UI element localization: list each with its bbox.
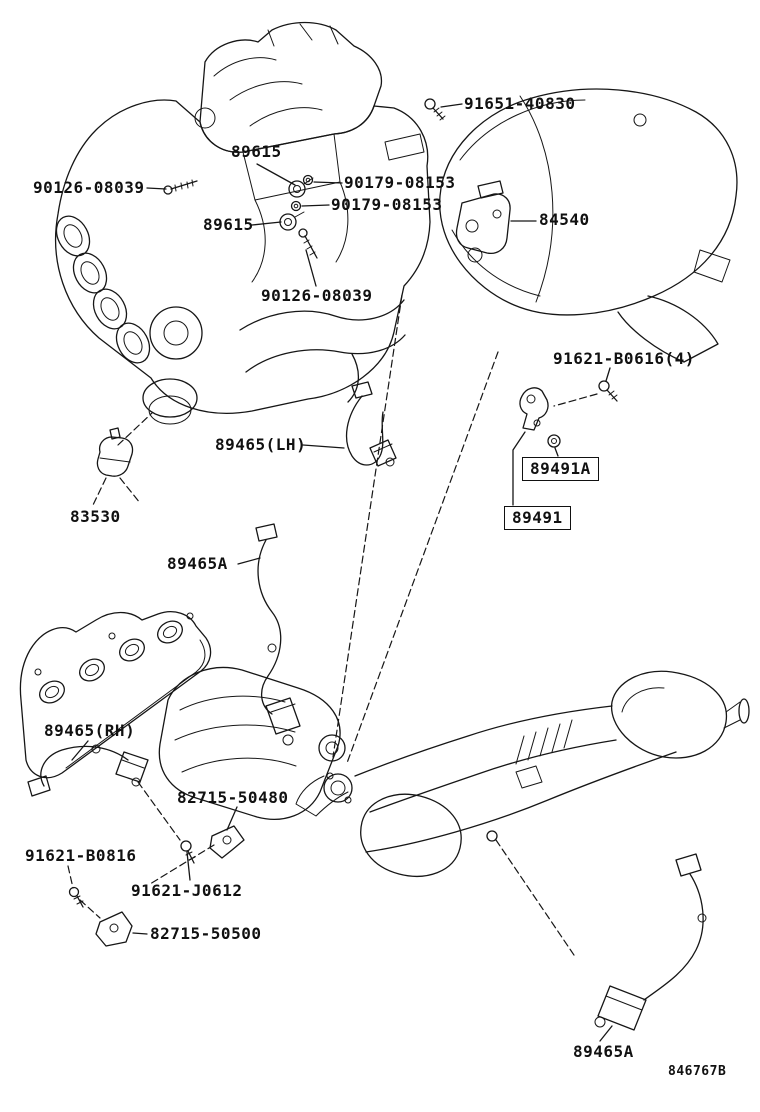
part-label-89615-lower[interactable]: 89615	[203, 215, 254, 234]
exhaust-pipe-assembly	[295, 670, 750, 877]
washer-90179-08153-upper	[302, 174, 314, 186]
heat-shield-center	[158, 666, 346, 820]
part-label-89491[interactable]: 89491	[504, 506, 571, 531]
oxygen-sensor-lh-89465	[345, 381, 397, 467]
transmission-assembly	[439, 88, 738, 363]
part-label-90126-08039-upper[interactable]: 90126-08039	[33, 178, 145, 197]
stud-90126-08039-lower	[298, 228, 318, 259]
part-label-90179-08153-lower[interactable]: 90179-08153	[331, 195, 443, 214]
bracket-82715-50500	[95, 911, 133, 947]
bracket-82715-50480	[209, 825, 245, 859]
grommet-89491a	[547, 434, 561, 448]
leader-lines-dashed	[67, 294, 598, 959]
part-label-89465-lh[interactable]: 89465(LH)	[215, 435, 307, 454]
engine-assembly	[54, 21, 431, 425]
part-label-89615-upper[interactable]: 89615	[231, 142, 282, 161]
part-label-83530[interactable]: 83530	[70, 507, 121, 526]
part-label-82715-50500[interactable]: 82715-50500	[150, 924, 262, 943]
part-label-90126-08039-lower[interactable]: 90126-08039	[261, 286, 373, 305]
leader-lines-solid	[71, 103, 613, 1042]
washer-90179-08153-lower	[290, 200, 302, 212]
part-label-91621-j0612[interactable]: 91621-J0612	[131, 881, 243, 900]
part-label-89491a[interactable]: 89491A	[522, 457, 599, 482]
screw-91621-b0816	[68, 886, 84, 908]
part-label-82715-50480[interactable]: 82715-50480	[177, 788, 289, 807]
part-label-89465-rh[interactable]: 89465(RH)	[44, 721, 136, 740]
part-label-89465a-mid[interactable]: 89465A	[167, 554, 228, 573]
bracket-89491	[519, 387, 549, 431]
part-label-91651-40830[interactable]: 91651-40830	[464, 94, 576, 113]
screw-91621-b0616	[598, 380, 618, 402]
exhaust-manifold-rh	[19, 611, 212, 779]
cam-position-sensor-84540	[455, 180, 511, 255]
part-label-90179-08153-upper[interactable]: 90179-08153	[344, 173, 456, 192]
part-label-91621-b0616[interactable]: 91621-B0616(4)	[553, 349, 695, 368]
screw-91651-40830	[424, 98, 446, 121]
diagram-code: 846767B	[668, 1064, 727, 1079]
part-label-84540[interactable]: 84540	[539, 210, 590, 229]
part-label-91621-b0816[interactable]: 91621-B0816	[25, 846, 137, 865]
knock-sensor-89615-lower	[279, 211, 305, 231]
oxygen-sensor-rh-89465	[27, 744, 149, 797]
oil-pressure-switch-83530	[96, 427, 134, 477]
part-label-89465a-bottom[interactable]: 89465A	[573, 1042, 634, 1061]
oxygen-sensor-89465a-bottom	[594, 853, 707, 1031]
oxygen-sensor-89465a-mid	[255, 523, 301, 746]
stud-90126-08039-upper	[163, 179, 198, 195]
knock-sensor-89615-upper	[288, 177, 314, 198]
